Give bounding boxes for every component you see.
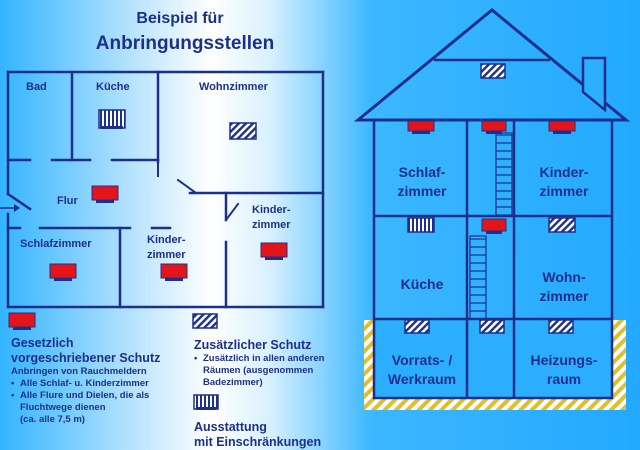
house-label-schlafzimmer: Schlaf- zimmer [397,164,447,199]
house-walls [372,118,614,400]
legend-limited-line-2: mit Einschränkungen [194,435,322,449]
house-detector-kueche [407,217,435,233]
floorplan-detector-flur [91,185,119,203]
house-label-wohnzimmer: Wohn- zimmer [539,269,589,304]
legend-required-heading-1: Gesetzlich [11,336,74,350]
house-label-heizungsraum: Heizungs- raum [530,352,598,387]
legend-additional-bullet-text: Zusätzlich in allen anderen [203,353,325,364]
entrance-arrow [0,204,20,212]
house-detector-attic [480,63,506,79]
floorplan [6,70,325,309]
legend-required-note: (ca. alle 7,5 m) [20,414,85,425]
house-detector-schlafzimmer [407,120,435,134]
floorplan-label-wohnzimmer: Wohnzimmer [199,81,268,93]
house-detector-vorratsraum [404,319,430,334]
chimney [581,56,607,113]
floorplan-detector-kinderzimmer-rechts [260,242,288,260]
floorplan-label-schlafzimmer: Schlafzimmer [20,238,92,250]
house-label-kinderzimmer: Kinder- zimmer [539,164,589,199]
title-line-1: Beispiel für [136,10,224,27]
legend-required-subheading: Anbringen von Rauchmeldern [11,366,147,377]
title-line-2: Anbringungsstellen [95,33,275,54]
house-detector-treppe-oben [481,120,507,134]
house-label-kueche: Küche [400,276,444,292]
house-label-vorratsraum: Vorrats- / Werkraum [387,352,457,387]
floorplan-label-flur: Flur [57,195,78,207]
legend-additional-line-2: Räumen (ausgenommen [203,365,314,376]
legend-limited: Ausstattung mit Einschränkungen [194,420,364,450]
floorplan-label-kinderzimmer-unten: Kinder- zimmer [147,234,186,261]
legend-required-bullet-cont: Fluchtwege dienen [20,402,106,413]
house-detector-treppe-keller [479,319,505,334]
floorplan-detector-schlafzimmer [49,263,77,281]
legend-limited-line-1: Ausstattung [194,420,267,434]
legend-additional-heading: Zusätzlicher Schutz [194,338,312,352]
stairs-lower [469,235,487,320]
stairs-upper [495,132,513,217]
floorplan-detector-kueche [98,109,126,129]
house-detector-heizungsraum [548,319,574,334]
floorplan-label-bad: Bad [26,81,47,93]
floorplan-detector-kinderzimmer-unten [160,263,188,281]
legend-icon-required-detector [8,312,36,330]
legend-icon-additional-detector [192,313,218,329]
floorplan-label-kinderzimmer-rechts: Kinder- zimmer [252,204,291,231]
legend-additional: Zusätzlicher Schutz Zusätzlich in allen … [194,338,364,389]
legend-icon-limited-detector [193,394,219,410]
legend-required-bullet: Alle Flure und Dielen, die alsFluchtwege… [11,390,196,414]
legend-required-heading-2: vorgeschriebener Schutz [11,351,161,365]
house-detector-kinderzimmer [548,120,576,134]
house-detector-treppe-mitte [481,218,507,234]
legend-additional-line-3: Badezimmer) [203,377,263,388]
house-detector-wohnzimmer [548,217,576,233]
floorplan-detector-wohnzimmer [229,122,257,140]
legend-required-bullet-text: Alle Flure und Dielen, die als [20,390,150,401]
legend-required: Gesetzlich vorgeschriebener Schutz Anbri… [11,336,196,426]
legend-required-list: Alle Schlaf- u. Kinderzimmer Alle Flure … [11,378,196,414]
floorplan-label-kueche: Küche [96,81,130,93]
legend-required-bullet: Alle Schlaf- u. Kinderzimmer [11,378,196,390]
